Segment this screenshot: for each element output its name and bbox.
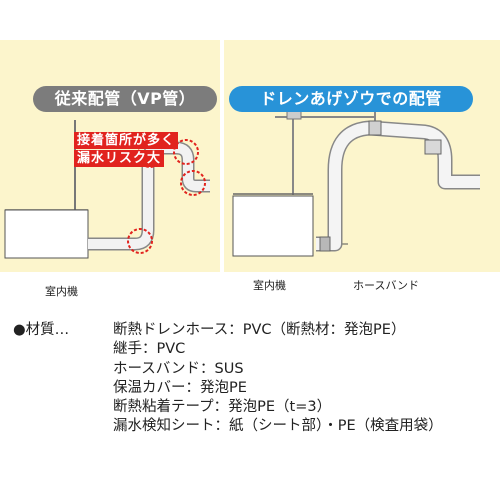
spec-heading: ●材質…: [13, 322, 70, 338]
spec-text: ホースバンド：SUS: [113, 360, 244, 377]
warning-line-2: 漏水リスク大: [74, 150, 165, 167]
material-specs: ●材質… 断熱ドレンホース：PVC（断熱材：発泡PE） 継手：PVC ホースバン…: [13, 321, 443, 437]
new-indoor-unit-label: 室内機: [253, 279, 286, 292]
spec-text: 断熱ドレンホース：PVC（断熱材：発泡PE）: [113, 322, 406, 338]
spec-row: ●材質… 断熱ドレンホース：PVC（断熱材：発泡PE）: [13, 321, 443, 340]
spec-row: 断熱粘着テープ：発泡PE（t=3）: [13, 398, 443, 417]
diagram-illustration: [0, 40, 500, 272]
diagram-panel: 従来配管（VP管） ドレンあげゾウでの配管 接着箇所が多く 漏水リスク大 室内機…: [0, 40, 500, 298]
spec-text: 保温カバー：発泡PE: [113, 379, 247, 396]
spec-text: 継手：PVC: [113, 341, 186, 358]
spec-row: 保温カバー：発泡PE: [13, 379, 443, 398]
old-method-header: 従来配管（VP管）: [33, 86, 217, 112]
old-indoor-unit-label: 室内機: [45, 285, 78, 298]
warning-line-1: 接着箇所が多く: [74, 132, 179, 149]
new-method-header: ドレンあげゾウでの配管: [229, 86, 473, 112]
spec-row: 漏水検知シート：紙（シート部）・PE（検査用袋）: [13, 417, 443, 436]
spec-row: ホースバンド：SUS: [13, 360, 443, 379]
hose-band-label: ホースバンド: [353, 279, 419, 292]
spec-row: 継手：PVC: [13, 340, 443, 359]
spec-text: 漏水検知シート：紙（シート部）・PE（検査用袋）: [113, 418, 443, 435]
spec-text: 断熱粘着テープ：発泡PE（t=3）: [113, 399, 332, 416]
